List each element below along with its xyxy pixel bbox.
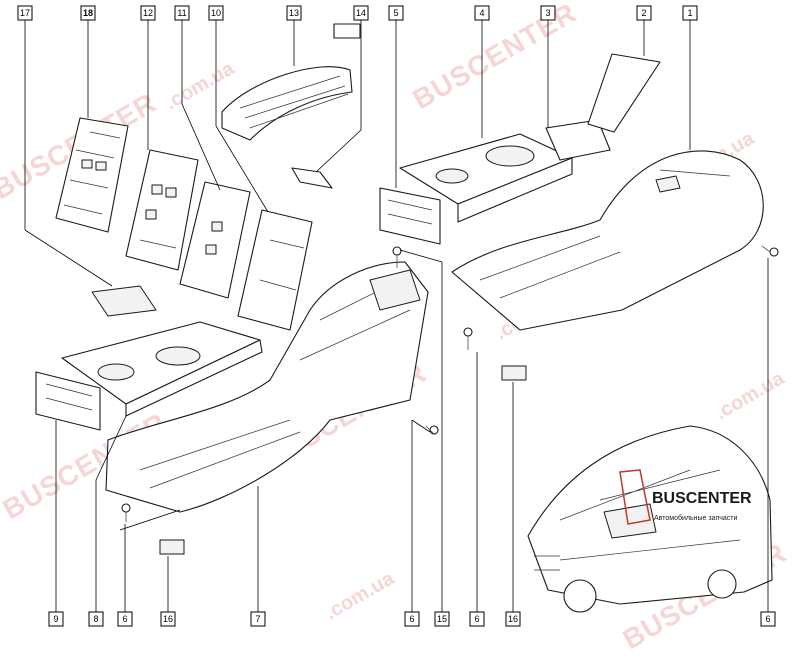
part-armrest-pad-13	[221, 66, 353, 141]
callout-label: 14	[356, 8, 366, 18]
callout-13: 13	[286, 5, 302, 21]
watermark-domain: .com.ua	[712, 367, 789, 424]
leader-lines	[24, 16, 769, 612]
callout-1: 1	[682, 5, 698, 21]
watermark-domain: .com.ua	[162, 57, 239, 114]
callout-16: 16	[505, 611, 521, 627]
logo-name: BUSCENTER	[652, 490, 752, 507]
buscenter-logo: BUSCENTER Автомобильные запчасти	[619, 469, 752, 525]
part-label-plate	[333, 23, 361, 39]
callout-label: 12	[143, 8, 153, 18]
callout-label: 10	[211, 8, 221, 18]
part-lid-2	[587, 53, 661, 133]
callout-label: 16	[163, 614, 173, 624]
vehicle-thumbnail	[527, 425, 773, 613]
callout-label: 6	[474, 614, 479, 624]
callout-label: 15	[437, 614, 447, 624]
callout-17: 17	[17, 5, 33, 21]
callout-8: 8	[88, 611, 104, 627]
watermark-brand: BUSCENTER	[408, 0, 582, 115]
callout-12: 12	[140, 5, 156, 21]
callout-3: 3	[540, 5, 556, 21]
callout-label: 7	[255, 614, 260, 624]
part-cover-panel-11	[179, 181, 251, 299]
callout-6: 6	[469, 611, 485, 627]
callout-label: 5	[393, 8, 398, 18]
part-bracket-5	[379, 187, 441, 245]
callout-2: 2	[636, 5, 652, 21]
part-screw-6c	[121, 503, 131, 522]
callout-label: 3	[545, 8, 550, 18]
part-clip-16a	[159, 539, 185, 555]
callout-label: 6	[122, 614, 127, 624]
part-cover-panel-10	[237, 209, 313, 331]
callout-16: 16	[160, 611, 176, 627]
callout-label: 2	[641, 8, 646, 18]
part-cover-panel-18	[55, 117, 129, 233]
part-screw-6e	[761, 245, 779, 257]
callout-label: 8	[93, 614, 98, 624]
callout-label: 17	[20, 8, 30, 18]
callout-9: 9	[48, 611, 64, 627]
callout-label: 1	[687, 8, 692, 18]
logo-mark-icon	[619, 469, 651, 525]
callout-5: 5	[388, 5, 404, 21]
callout-label: 18	[83, 8, 93, 18]
callout-14: 14	[353, 5, 369, 21]
part-upper-tray-4	[399, 133, 573, 223]
part-screw-6d	[463, 327, 473, 350]
callout-6: 6	[404, 611, 420, 627]
part-lower-console-7	[105, 261, 429, 513]
callout-label: 11	[177, 8, 186, 18]
callout-6: 6	[117, 611, 133, 627]
part-clip-14	[291, 167, 333, 189]
watermark-domain: .com.ua	[322, 567, 399, 624]
part-cover-3	[545, 119, 611, 161]
part-pad	[91, 285, 157, 317]
part-upper-console-1	[451, 150, 764, 331]
part-tray-8	[61, 321, 263, 417]
part-cover-panel-12	[125, 149, 199, 271]
callout-15: 15	[434, 611, 450, 627]
callout-label: 6	[409, 614, 414, 624]
part-screw-6b	[425, 425, 439, 435]
callout-label: 9	[53, 614, 58, 624]
callout-label: 13	[289, 8, 299, 18]
part-screw-6a	[392, 246, 402, 268]
part-bracket-9	[35, 371, 101, 431]
callout-label: 16	[508, 614, 518, 624]
callout-label: 6	[765, 614, 770, 624]
callout-label: 4	[479, 8, 484, 18]
part-clip-16b	[501, 365, 527, 381]
callout-7: 7	[250, 611, 266, 627]
logo-tagline: Автомобильные запчасти	[654, 514, 737, 522]
callout-10: 10	[208, 5, 224, 21]
callout-6: 6	[760, 611, 776, 627]
callout-4: 4	[474, 5, 490, 21]
callout-11: 11	[174, 5, 190, 21]
callout-18: 18	[80, 5, 96, 21]
